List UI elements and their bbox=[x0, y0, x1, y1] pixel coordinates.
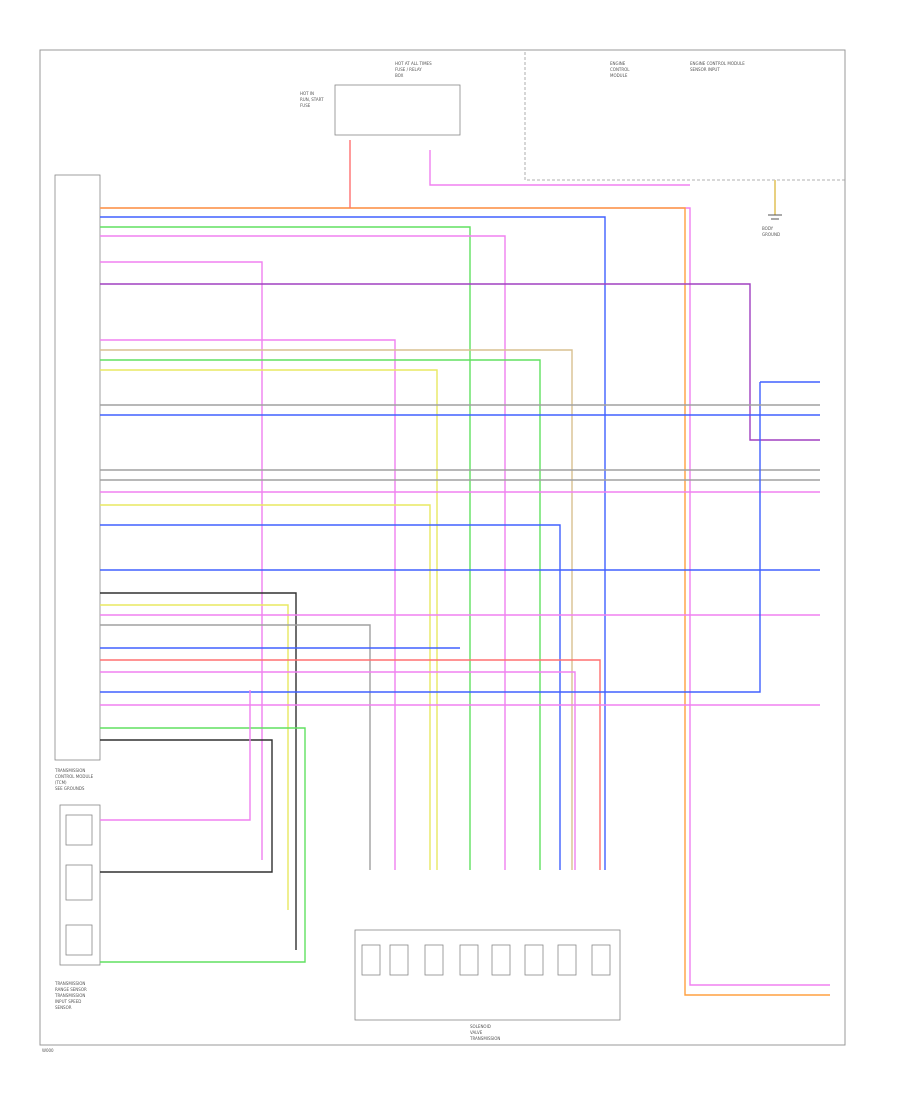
engine-control-module bbox=[524, 49, 846, 181]
wire-pink-31 bbox=[100, 690, 251, 821]
footer-code: W000 bbox=[42, 1048, 54, 1053]
wire-pink-4 bbox=[100, 235, 506, 870]
wires bbox=[100, 140, 830, 996]
solenoid-7 bbox=[557, 944, 577, 976]
solenoid-6 bbox=[524, 944, 544, 976]
solenoid-units bbox=[361, 944, 611, 976]
ground-label-1: BODY bbox=[762, 226, 774, 231]
wire-blue-2 bbox=[100, 216, 606, 870]
solenoid-8 bbox=[591, 944, 611, 976]
solenoid-1 bbox=[361, 944, 381, 976]
right-module-label-2: SENSOR INPUT bbox=[690, 67, 720, 72]
fuse-label-1: HOT AT ALL TIMES bbox=[395, 61, 432, 66]
solenoid-label-2: VALVE bbox=[470, 1030, 483, 1035]
solenoid-label-3: TRANSMISSION bbox=[469, 1036, 500, 1041]
wire-yellow-21 bbox=[100, 604, 289, 910]
diagram-frame bbox=[39, 49, 846, 1046]
range-sensor-switch-3 bbox=[65, 924, 93, 956]
tcm-title-3: (TCM) bbox=[55, 780, 67, 785]
solenoid-label: SOLENOID VALVE TRANSMISSION bbox=[469, 1024, 500, 1041]
range-sensor-box bbox=[59, 804, 101, 966]
tcm-title-4: SEE GROUNDS bbox=[55, 786, 85, 791]
wire-tan-8 bbox=[100, 349, 573, 870]
wire-yellow-17 bbox=[100, 504, 431, 870]
wire-pink-32 bbox=[429, 150, 690, 186]
wire-pink-5 bbox=[100, 261, 263, 860]
range-sensor-label: TRANSMISSION RANGE SENSOR TRANSMISSION I… bbox=[54, 981, 87, 1010]
wire-gray-23 bbox=[100, 624, 371, 870]
wire-yellow-10 bbox=[100, 369, 438, 870]
wire-pink-0 bbox=[100, 207, 830, 986]
range-label-5: SENSOR bbox=[55, 1005, 72, 1010]
range-sensor-switch-2 bbox=[65, 864, 93, 901]
fuse-label-2: FUSE / RELAY bbox=[395, 67, 422, 72]
wire-green-9 bbox=[100, 359, 541, 870]
range-label-4: INPUT SPEED bbox=[55, 999, 81, 1004]
wire-blue-27 bbox=[100, 440, 761, 693]
wire-green-3 bbox=[100, 226, 471, 870]
relay-label-3: FUSE bbox=[300, 103, 311, 108]
tcm-title-2: CONTROL MODULE bbox=[55, 774, 94, 779]
solenoid-2 bbox=[389, 944, 409, 976]
solenoid-3 bbox=[424, 944, 444, 976]
fuse-relay-label: HOT AT ALL TIMES FUSE / RELAY BOX bbox=[395, 61, 432, 78]
tcm-title: TRANSMISSION CONTROL MODULE (TCM) SEE GR… bbox=[54, 768, 94, 791]
wire-purple-6 bbox=[100, 283, 820, 441]
wire-pink-26 bbox=[100, 671, 576, 870]
wire-black-20 bbox=[100, 592, 297, 950]
solenoid-5 bbox=[491, 944, 511, 976]
wire-pink-7 bbox=[100, 339, 396, 870]
wire-red-25 bbox=[100, 659, 601, 870]
tcm-title-1: TRANSMISSION bbox=[54, 768, 85, 773]
wire-green-29 bbox=[100, 727, 306, 963]
range-label-1: TRANSMISSION bbox=[54, 981, 85, 986]
tcm-connector bbox=[54, 174, 101, 761]
wire-black-30 bbox=[100, 739, 273, 873]
solenoid-4 bbox=[459, 944, 479, 976]
wire-orange-1 bbox=[100, 207, 830, 996]
ecm-label-2: CONTROL bbox=[610, 67, 630, 72]
fuse-label-3: BOX bbox=[395, 73, 404, 78]
range-label-2: RANGE SENSOR bbox=[55, 987, 87, 992]
relay-label-1: HOT IN bbox=[300, 91, 314, 96]
solenoid-label-1: SOLENOID bbox=[470, 1024, 491, 1029]
range-sensor-switch-1 bbox=[65, 814, 93, 846]
relay-label-2: RUN, START bbox=[300, 97, 324, 102]
right-module-label: ENGINE CONTROL MODULE SENSOR INPUT bbox=[690, 61, 745, 72]
body-ground: BODY GROUND bbox=[762, 180, 782, 237]
wire-blue-18 bbox=[100, 524, 561, 870]
right-module-label-1: ENGINE CONTROL MODULE bbox=[690, 61, 745, 66]
wire-blue-11 bbox=[759, 381, 820, 440]
ecm-label-3: MODULE bbox=[610, 73, 628, 78]
relay-label: HOT IN RUN, START FUSE bbox=[300, 91, 324, 108]
range-label-3: TRANSMISSION bbox=[54, 993, 85, 998]
fuse-relay-box bbox=[334, 84, 461, 136]
ground-label-2: GROUND bbox=[762, 232, 780, 237]
solenoid-block bbox=[354, 929, 621, 1021]
ecm-label-1: ENGINE bbox=[610, 61, 626, 66]
ecm-label: ENGINE CONTROL MODULE bbox=[610, 61, 630, 78]
